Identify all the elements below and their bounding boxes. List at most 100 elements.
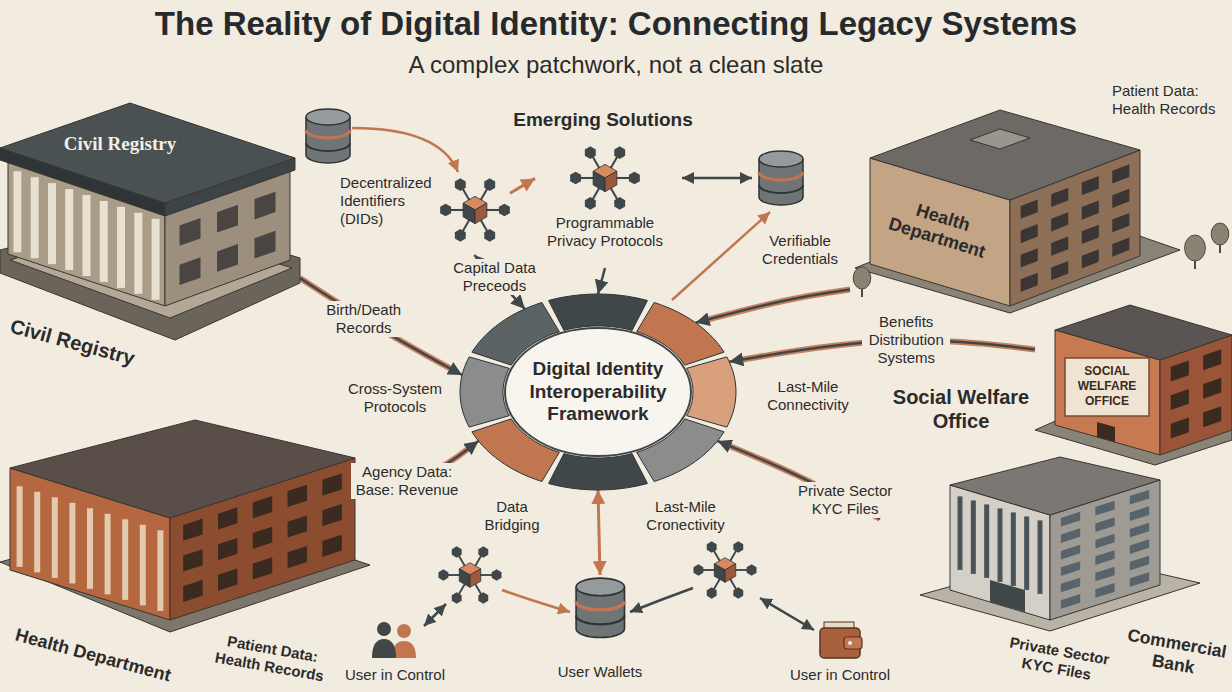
health-department-building-shape-part bbox=[853, 110, 1229, 313]
health-department-building-shape-part bbox=[1051, 212, 1068, 231]
health-department-building-shape-part bbox=[69, 503, 75, 584]
framework-ring-shape-part bbox=[460, 357, 509, 427]
health-department-building-shape-part bbox=[17, 486, 23, 567]
health-department-building-shape-part bbox=[1185, 235, 1206, 261]
health-department-building-shape-part bbox=[218, 507, 237, 529]
health-department-building-shape-part bbox=[1021, 273, 1038, 292]
health-department-building-shape-part bbox=[1112, 237, 1129, 256]
health-department-building-shape-part bbox=[52, 497, 58, 578]
flow-label: Cross-System Protocols bbox=[345, 380, 445, 416]
commercial-bank-building-shape-part bbox=[984, 504, 989, 578]
health-department-building-shape-part bbox=[253, 496, 272, 518]
health-department-building-shape-part bbox=[870, 110, 1140, 200]
social-welfare-building-shape-part bbox=[1203, 378, 1221, 399]
health-department-building-shape-part bbox=[1051, 188, 1068, 207]
social-welfare-building-shape-part bbox=[1055, 305, 1232, 360]
commercial-bank-building-shape-part bbox=[1095, 517, 1114, 532]
health-department-building-shape-part bbox=[1112, 189, 1129, 208]
network-icon bbox=[438, 546, 501, 603]
health-department-building-shape-part bbox=[34, 492, 40, 573]
commercial-bank-building-shape-part bbox=[1130, 539, 1149, 554]
health-department-building-shape-part bbox=[1021, 248, 1038, 267]
flow-label: Verifiable Credentials bbox=[755, 232, 845, 268]
flow-arrow bbox=[672, 212, 770, 300]
civil-registry-building-shape-part bbox=[217, 244, 238, 272]
civil-registry-building-shape-part bbox=[83, 195, 91, 276]
user-wallets-store: User Wallets bbox=[555, 575, 645, 687]
health-department-building-shape-part bbox=[288, 515, 307, 537]
health-department-building-shape-part bbox=[1021, 200, 1038, 219]
commercial-bank-building-shape-part bbox=[1061, 594, 1080, 609]
connector-label: Capital Data Preceods bbox=[447, 259, 543, 295]
civil-registry-building-shape-part bbox=[180, 218, 201, 246]
connector-label: Birth/Death Records bbox=[320, 301, 408, 337]
health-department-building-shape-part bbox=[87, 508, 93, 589]
flow-arrow bbox=[352, 128, 458, 172]
building-sign: SOCIAL WELFARE OFFICE bbox=[1067, 364, 1147, 409]
did-icon-shape-part bbox=[440, 178, 510, 241]
user-wallets-store-shape-part bbox=[576, 578, 624, 637]
flow-label: Last-Mile Connectivity bbox=[758, 378, 858, 414]
building-sign: Civil Registry bbox=[48, 133, 192, 156]
connector bbox=[696, 290, 850, 323]
commercial-bank-building-shape-part bbox=[1095, 583, 1114, 598]
data-label: Patient Data: Health Records bbox=[208, 630, 334, 687]
health-department-building-shape-part bbox=[1082, 225, 1099, 244]
connector-cable bbox=[696, 290, 850, 323]
health-department-building-shape-part bbox=[253, 557, 272, 579]
framework-ring-shape-part bbox=[549, 294, 648, 330]
health-department-building-shape-part bbox=[140, 525, 146, 606]
health-department-building-shape-part bbox=[853, 267, 871, 289]
health-department-building-shape-part bbox=[1112, 164, 1129, 183]
commercial-bank-building-shape-part bbox=[1038, 520, 1043, 594]
social-welfare-building-shape-part bbox=[1171, 417, 1189, 438]
health-department-building-shape-part bbox=[1021, 224, 1038, 243]
commercial-bank-building-shape-part bbox=[1095, 534, 1114, 549]
commercial-bank-building-shape-part bbox=[998, 508, 1003, 582]
framework-ring-shape-part bbox=[460, 294, 736, 490]
framework-title: Digital Identity Interoperability Framew… bbox=[513, 358, 683, 426]
privacy-icon-shape-part bbox=[570, 146, 640, 209]
commercial-bank-building-shape-part bbox=[1095, 501, 1114, 516]
connector bbox=[510, 178, 535, 193]
civil-registry-building-shape-part bbox=[217, 205, 238, 233]
health-department-building-shape-part bbox=[253, 527, 272, 549]
connector-line bbox=[696, 290, 850, 323]
social-welfare-building-shape bbox=[1035, 290, 1232, 465]
connector bbox=[300, 278, 462, 375]
commercial-bank-building-shape-part bbox=[1130, 490, 1149, 505]
health-department-building-shape-part bbox=[218, 569, 237, 591]
civil-registry-building-shape-part bbox=[0, 103, 300, 340]
building-label: Health Department bbox=[8, 623, 178, 688]
civil-registry-building: Civil RegistryCivil Registry bbox=[0, 78, 300, 378]
health-department-building-shape-part bbox=[1082, 176, 1099, 195]
health-department-building-shape-part bbox=[105, 514, 111, 595]
commercial-bank-building-shape-part bbox=[1095, 567, 1114, 582]
health-department-building-shape-part bbox=[1051, 237, 1068, 256]
page-title: The Reality of Digital Identity: Connect… bbox=[5, 4, 1227, 44]
health-department-building-shape-part bbox=[183, 549, 202, 571]
building-label: Civil Registry bbox=[4, 313, 141, 371]
health-department-building-shape-part bbox=[970, 129, 1030, 149]
flow-arrow bbox=[682, 177, 752, 180]
section-heading: Emerging Solutions bbox=[503, 108, 703, 131]
civil-registry-building-shape-part bbox=[255, 231, 276, 259]
user-in-control-icon-shape-part bbox=[372, 622, 416, 658]
commercial-bank-building-shape-part bbox=[1061, 578, 1080, 593]
commercial-bank-building-shape-part bbox=[1061, 561, 1080, 576]
health-department-building-shape-part bbox=[322, 504, 341, 526]
commercial-bank-building-shape-part bbox=[920, 457, 1200, 631]
health-department-building-shape-part bbox=[322, 474, 341, 496]
subtitle: A complex patchwork, not a clean slate bbox=[316, 50, 916, 80]
flow-arrow bbox=[424, 604, 446, 626]
did-icon: Decentralized Identifiers (DIDs) bbox=[340, 160, 510, 255]
health-department-building-shape-part bbox=[122, 519, 128, 600]
civil-registry-building-shape-part bbox=[13, 171, 21, 252]
framework-ring-shape-part bbox=[505, 328, 691, 456]
civil-registry-building-shape-part bbox=[152, 219, 160, 300]
solution-label: User Wallets bbox=[540, 663, 660, 681]
connector-label: Private Sector KYC Files bbox=[791, 482, 899, 518]
social-welfare-building-shape-part bbox=[1203, 406, 1221, 427]
